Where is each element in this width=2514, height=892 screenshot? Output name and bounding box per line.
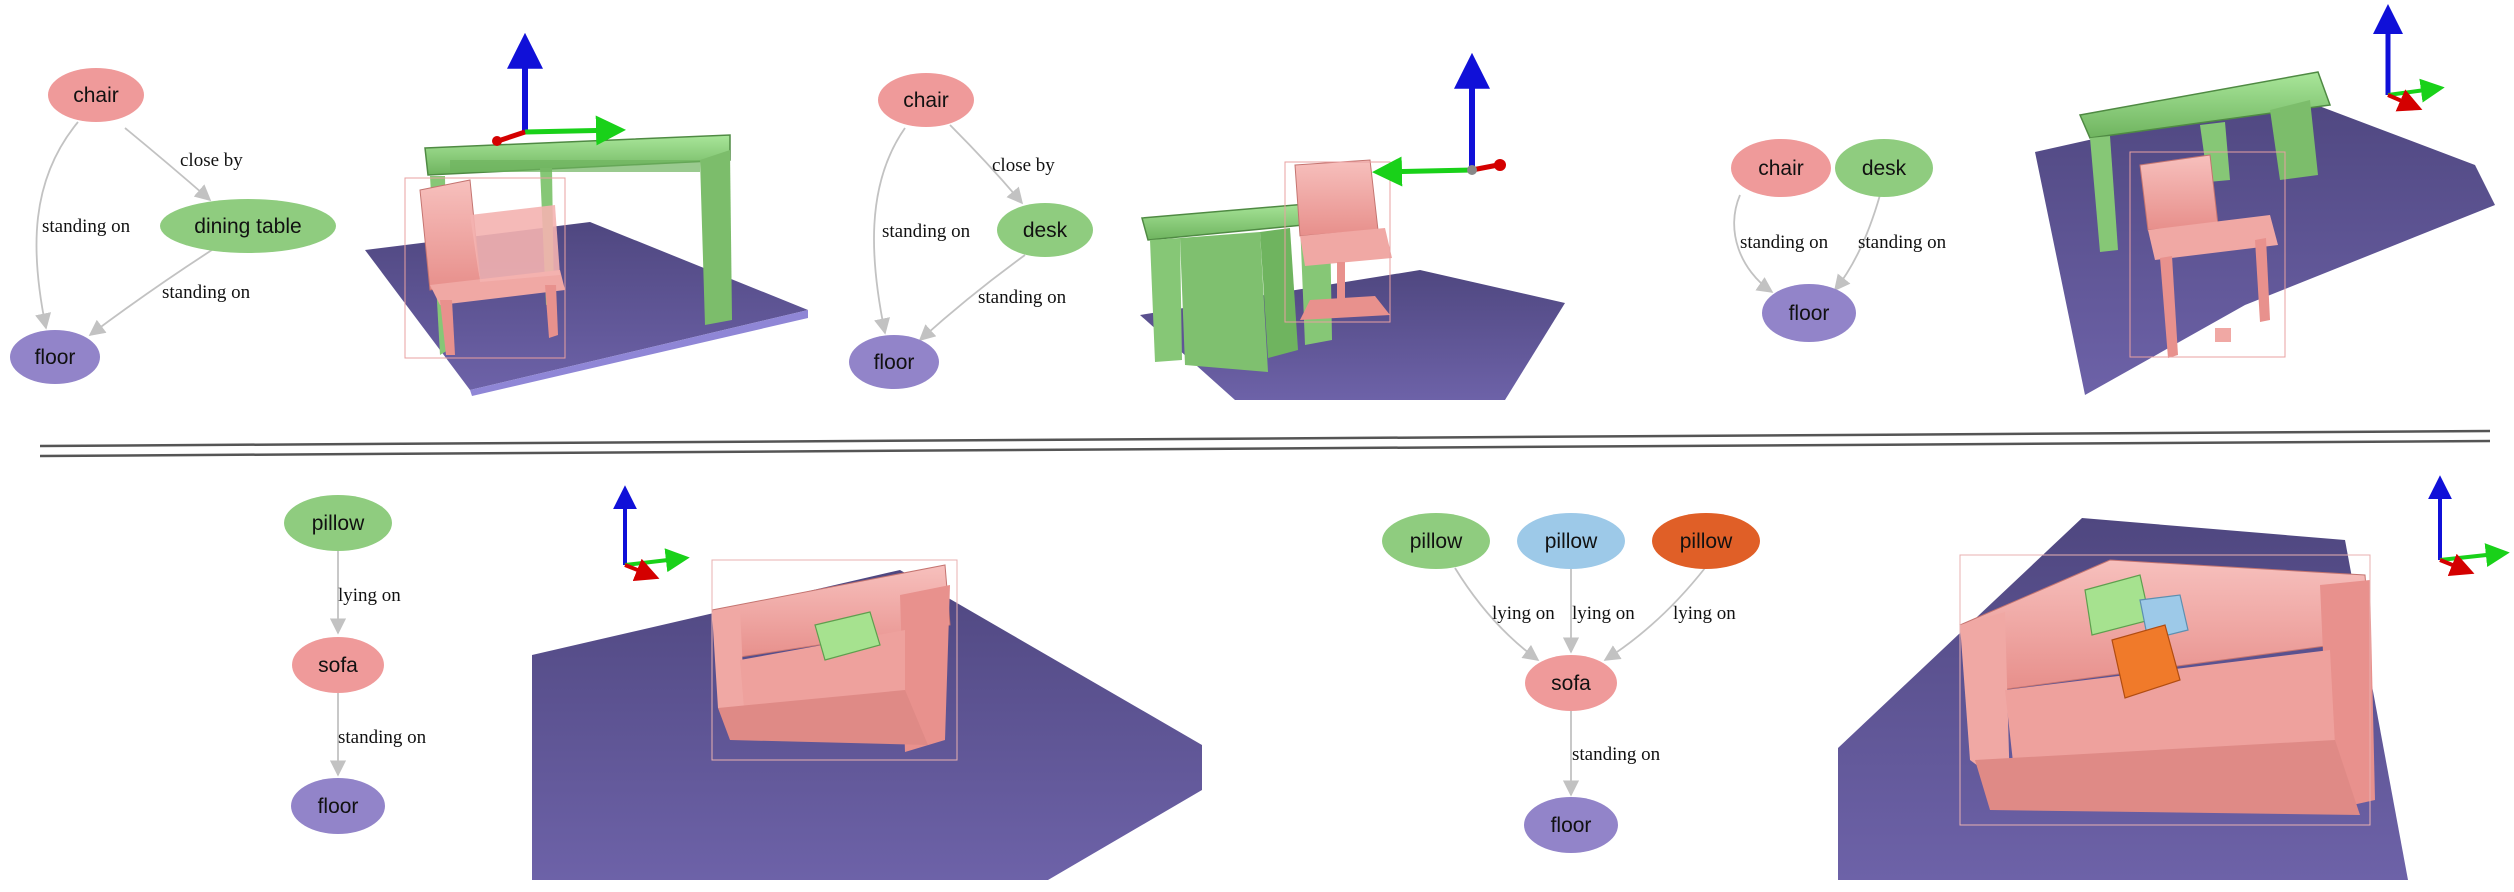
edge-chair-floor — [1733, 194, 1774, 293]
edge-label: standing on — [42, 216, 131, 237]
edge-label: lying on — [1492, 603, 1555, 624]
node-label: chair — [903, 89, 949, 112]
edge-label: lying on — [1572, 603, 1635, 624]
node-floor — [849, 335, 939, 389]
node-sofa — [1525, 655, 1617, 711]
edge-label: lying on — [338, 585, 401, 606]
node-dining-table — [160, 199, 336, 253]
node-label: chair — [73, 84, 119, 107]
scene-graph-3: standing on standing on chair desk floor — [1731, 139, 1947, 342]
sofa-mesh — [711, 559, 958, 761]
edge-label: standing on — [1740, 232, 1829, 253]
node-desk — [997, 203, 1093, 257]
chair-mesh — [1284, 159, 1392, 323]
node-pillow — [284, 495, 392, 551]
edge-desk-floor — [918, 254, 1026, 342]
node-floor — [291, 778, 385, 834]
node-label: pillow — [1410, 530, 1463, 553]
edge-chair-floor — [873, 127, 906, 335]
scene-graph-5: lying on lying on lying on standing on p… — [1382, 513, 1760, 853]
pillow-meshes — [2084, 574, 2189, 699]
scene-graph-1: close by standing on standing on chair d… — [10, 68, 336, 384]
node-chair — [48, 68, 144, 122]
edge-label: lying on — [1673, 603, 1736, 624]
node-label: floor — [318, 795, 359, 818]
edge-pillow3-sofa — [1603, 567, 1706, 661]
coordinate-axes — [492, 32, 626, 146]
edge-label: close by — [180, 150, 243, 171]
scene-render-3 — [2035, 4, 2495, 395]
node-label: dining table — [194, 215, 301, 238]
node-chair — [1731, 139, 1831, 197]
coordinate-axes — [2428, 475, 2510, 577]
scene-render-5 — [1838, 475, 2510, 880]
edge-pillow1-sofa — [1454, 567, 1540, 661]
edge-label: standing on — [1858, 232, 1947, 253]
node-label: sofa — [1551, 672, 1591, 695]
node-floor — [10, 330, 100, 384]
node-pillow-blue — [1517, 513, 1625, 569]
edge-label: standing on — [978, 287, 1067, 308]
node-label: pillow — [312, 512, 365, 535]
scene-render-2 — [1140, 52, 1565, 400]
floor-edge — [470, 310, 808, 396]
coordinate-axes — [2373, 4, 2445, 112]
edge-chair-desk — [949, 124, 1024, 205]
scene-graph-2: close by standing on standing on chair d… — [849, 73, 1093, 389]
node-label: pillow — [1545, 530, 1598, 553]
scene-graph-4: lying on standing on pillow sofa floor — [284, 495, 427, 834]
node-sofa — [292, 637, 384, 693]
pillow-mesh — [814, 611, 881, 661]
edge-label: standing on — [882, 221, 971, 242]
pillow-orange-mesh — [2111, 624, 2181, 699]
section-divider — [39, 429, 2491, 458]
edge-chair-floor — [35, 121, 79, 330]
node-label: desk — [1862, 157, 1907, 180]
node-label: chair — [1758, 157, 1804, 180]
node-pillow-orange — [1652, 513, 1760, 569]
edge-desk-floor — [1833, 194, 1881, 292]
edge-label: close by — [992, 155, 1055, 176]
node-label: sofa — [318, 654, 358, 677]
scene-render-4 — [532, 485, 1202, 880]
chair-mesh — [2129, 151, 2286, 358]
node-pillow-green — [1382, 513, 1490, 569]
node-label: floor — [1789, 302, 1830, 325]
edge-label: standing on — [1572, 744, 1661, 765]
scene-render-1 — [365, 32, 808, 396]
node-label: floor — [874, 351, 915, 374]
chair-mesh — [404, 177, 566, 359]
node-label: desk — [1023, 219, 1068, 242]
node-floor — [1524, 797, 1618, 853]
node-label: floor — [35, 346, 76, 369]
coordinate-axes — [613, 485, 690, 582]
coordinate-axes — [1372, 52, 1506, 187]
edge-label: standing on — [338, 727, 427, 748]
node-desk — [1835, 139, 1933, 197]
sofa-mesh — [1959, 554, 2375, 826]
edge-table-floor — [88, 247, 216, 336]
edge-chair-table — [124, 127, 212, 202]
node-chair — [878, 73, 974, 127]
node-label: pillow — [1680, 530, 1733, 553]
edge-label: standing on — [162, 282, 251, 303]
node-label: floor — [1551, 814, 1592, 837]
node-floor — [1762, 284, 1856, 342]
